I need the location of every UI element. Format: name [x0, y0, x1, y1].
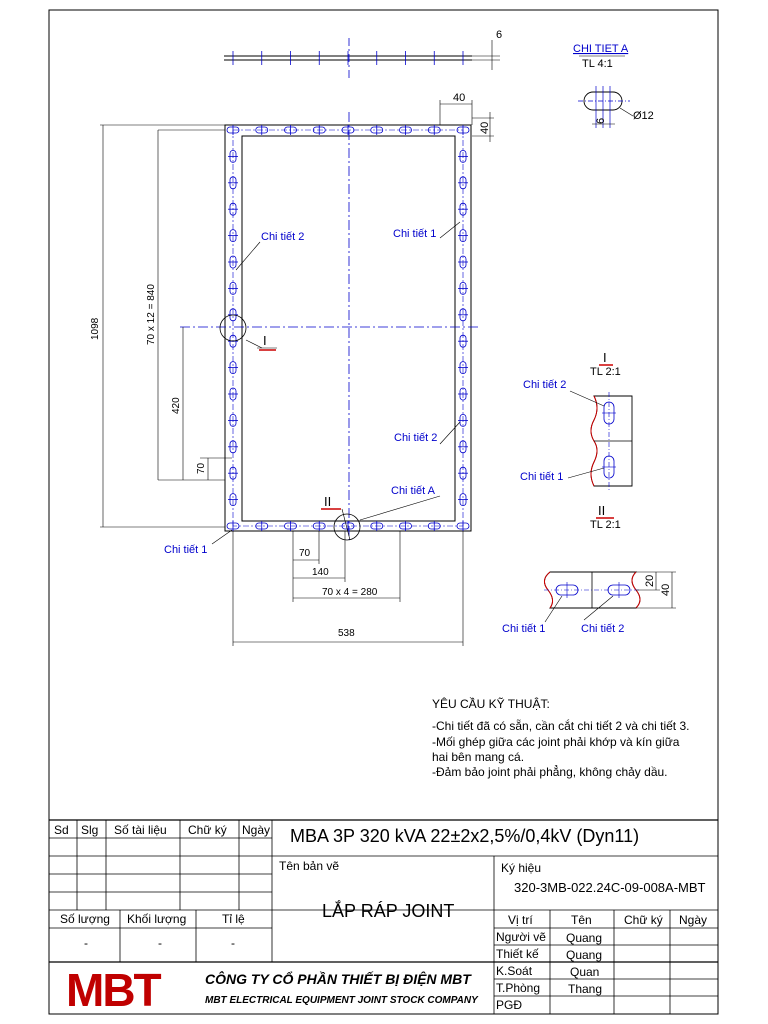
dim-140: 140: [312, 567, 329, 578]
detail-a: CHI TIET A TL 4:1 6 Ø12: [573, 43, 654, 128]
detail-ii-scale: TL 2:1: [590, 519, 621, 531]
weight-label: Khối lượng: [127, 912, 187, 926]
detail-a-scale: TL 4:1: [582, 58, 613, 70]
requirements-line-1: -Chi tiết đã có sẵn, cần cắt chi tiết 2 …: [432, 719, 690, 733]
callout-labels: Chi tiết 2 Chi tiết 1 Chi tiết 2 Chi tiế…: [164, 228, 437, 556]
role-k-soat: K.Soát: [496, 964, 533, 978]
top-edge-view: 6: [224, 29, 502, 78]
label-chi-tiet-2-right: Chi tiết 2: [394, 432, 437, 444]
detail-a-hole-dia: Ø12: [633, 110, 654, 122]
scale-value: -: [231, 936, 235, 950]
title-block-grid: [49, 819, 718, 1014]
drawing-code: 320-3MB-022.24C-09-008A-MBT: [514, 880, 706, 895]
header-slg: Slg: [81, 823, 99, 837]
header-sd: Sd: [54, 823, 69, 837]
name-k-soat: Quan: [570, 965, 600, 979]
detail-ii-chi-tiet-1: Chi tiết 1: [502, 623, 545, 635]
dim-420: 420: [171, 397, 182, 414]
header-so-tai-lieu: Số tài liệu: [114, 823, 167, 837]
section-marks: I II: [263, 333, 331, 509]
requirements-line-3: hai bên mang cá.: [432, 750, 525, 764]
label-chi-tiet-a: Chi tiết A: [391, 485, 436, 497]
dim-width: 538: [338, 628, 355, 639]
section-i-mark: I: [263, 333, 267, 348]
header-chu-ky: Chữ ký: [188, 823, 227, 837]
quantity-label: Số lượng: [60, 912, 110, 926]
main-dimension-text: 40 40 1098 70 x 12 = 840 420 70 70 140 7…: [90, 92, 491, 639]
detail-i-scale: TL 2:1: [590, 366, 621, 378]
detail-a-title: CHI TIET A: [573, 43, 629, 55]
detail-ii: II TL 2:1 20 40 Chi tiết 1 Chi tiết 2: [502, 503, 676, 635]
dim-40-w: 40: [453, 92, 465, 104]
dim-40-h: 40: [479, 122, 491, 134]
quantity-value: -: [84, 936, 88, 950]
dim-height: 1098: [90, 317, 101, 340]
detail-a-slot-width: 6: [595, 118, 607, 124]
detail-ii-dim-20: 20: [644, 575, 656, 587]
dim-70-horizontal: 70: [299, 548, 311, 559]
company-name-vn: CÔNG TY CỔ PHẦN THIẾT BỊ ĐIỆN MBT: [205, 971, 471, 987]
detail-ii-chi-tiet-2: Chi tiết 2: [581, 623, 624, 635]
callout-leaders: [211, 221, 461, 545]
company-name-en: MBT ELECTRICAL EQUIPMENT JOINT STOCK COM…: [205, 995, 478, 1006]
drawing-name: LẮP RÁP JOINT: [322, 901, 455, 921]
dim-thickness: 6: [496, 29, 502, 41]
header-ngay: Ngày: [242, 823, 271, 837]
name-thiet-ke: Quang: [566, 948, 603, 962]
detail-i-chi-tiet-1: Chi tiết 1: [520, 471, 563, 483]
role-pgd: PGĐ: [496, 998, 523, 1012]
scale-label: Tỉ lệ: [222, 912, 245, 926]
requirements-title: YÊU CẦU KỸ THUẬT:: [432, 697, 550, 711]
mbt-logo: MBT: [66, 964, 164, 1016]
weight-value: -: [158, 936, 162, 950]
sign-header-vi-tri: Vị trí: [508, 913, 533, 927]
sign-header-ngay: Ngày: [679, 913, 708, 927]
dim-holes-vertical: 70 x 12 = 840: [146, 284, 157, 345]
label-chi-tiet-1-bottom: Chi tiết 1: [164, 544, 207, 556]
main-dimensions: [100, 100, 494, 646]
section-ii-mark: II: [324, 494, 331, 509]
product-title: MBA 3P 320 kVA 22±2x2,5%/0,4kV (Dyn11): [290, 826, 640, 846]
logo-text: MBT: [66, 964, 162, 1016]
code-label: Ký hiệu: [501, 861, 542, 875]
sign-header-chu-ky: Chữ ký: [624, 913, 663, 927]
dim-holes-horizontal: 70 x 4 = 280: [322, 587, 378, 598]
name-nguoi-ve: Quang: [566, 931, 603, 945]
requirements-line-2: -Mối ghép giữa các joint phải khớp và kí…: [432, 735, 680, 749]
detail-i-title: I: [603, 350, 607, 365]
dim-70-vertical: 70: [196, 462, 207, 474]
drawing-name-label: Tên bản vẽ: [279, 859, 340, 873]
name-t-phong: Thang: [568, 982, 603, 996]
main-plate: [180, 112, 480, 541]
label-chi-tiet-2-left: Chi tiết 2: [261, 231, 304, 243]
role-nguoi-ve: Người vẽ: [496, 930, 546, 944]
drawing-frame: [48, 9, 719, 1015]
detail-i: I TL 2:1 Chi tiết 2 Chi tiết 1: [520, 350, 633, 490]
detail-ii-title: II: [598, 503, 605, 518]
role-thiet-ke: Thiết kế: [496, 947, 539, 961]
detail-ii-dim-40: 40: [660, 584, 672, 596]
sign-header-ten: Tên: [571, 913, 592, 927]
role-t-phong: T.Phòng: [496, 981, 541, 995]
label-chi-tiet-1-right: Chi tiết 1: [393, 228, 436, 240]
detail-i-chi-tiet-2: Chi tiết 2: [523, 379, 566, 391]
requirements-line-4: -Đảm bảo joint phải phẳng, không chảy dầ…: [432, 765, 668, 779]
